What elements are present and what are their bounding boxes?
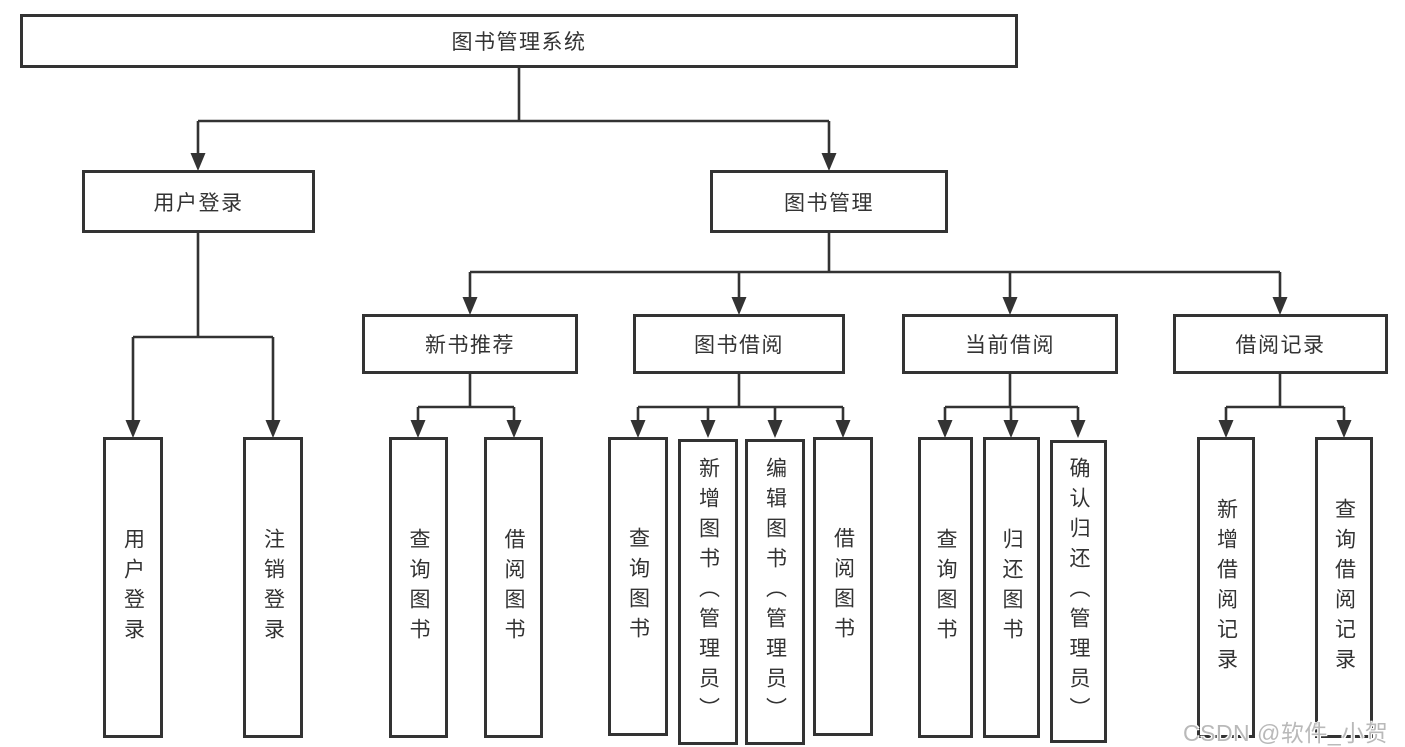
leaf-newbook-borrow-books: 借阅图书 [484, 437, 543, 738]
connector-user-login [131, 233, 275, 420]
leaf-current-return-books: 归还图书 [983, 437, 1040, 738]
arrowhead [1272, 297, 1288, 315]
arrowhead [506, 420, 522, 438]
leaf-user-login-label: 用户登录 [121, 527, 145, 648]
leaf-borrow-borrow-books: 借阅图书 [813, 437, 873, 736]
leaf-current-confirm-return-admin: 确认归还（管理员） [1050, 440, 1107, 743]
connector-root [196, 68, 831, 153]
leaf-current-return-books-label: 归还图书 [1000, 527, 1023, 648]
arrowhead [821, 153, 837, 171]
node-new-book-recommend: 新书推荐 [362, 314, 578, 374]
node-borrow-records-label: 借阅记录 [1235, 334, 1326, 357]
node-current-borrow: 当前借阅 [902, 314, 1118, 374]
node-new-book-recommend-label: 新书推荐 [425, 334, 515, 357]
arrowhead [731, 297, 747, 315]
node-current-borrow-label: 当前借阅 [965, 334, 1055, 357]
leaf-records-add-record-label: 新增借阅记录 [1214, 497, 1238, 678]
leaf-borrow-add-books-admin-label: 新增图书（管理员） [696, 457, 720, 727]
arrowhead [1070, 420, 1086, 438]
leaf-logout-label: 注销登录 [261, 527, 285, 648]
connector-book-borrow [636, 374, 845, 420]
leaf-current-query-books: 查询图书 [918, 437, 973, 738]
leaf-borrow-borrow-books-label: 借阅图书 [831, 526, 855, 647]
connector-current-borrow [943, 374, 1080, 420]
node-root-label: 图书管理系统 [451, 31, 587, 54]
node-book-mgmt-label: 图书管理 [784, 191, 874, 215]
connector-borrow-records [1224, 374, 1346, 420]
node-borrow-records: 借阅记录 [1173, 314, 1388, 374]
leaf-borrow-query-books: 查询图书 [608, 437, 668, 736]
leaf-current-confirm-return-admin-label: 确认归还（管理员） [1067, 456, 1090, 727]
leaf-records-query-record-label: 查询借阅记录 [1332, 497, 1356, 678]
leaf-borrow-query-books-label: 查询图书 [626, 526, 650, 647]
leaf-current-query-books-label: 查询图书 [934, 527, 957, 648]
leaf-borrow-edit-books-admin: 编辑图书（管理员） [745, 439, 805, 745]
node-book-mgmt: 图书管理 [710, 170, 948, 233]
arrowhead [1218, 420, 1234, 438]
connector-new-book [416, 374, 516, 420]
csdn-watermark: CSDN @软件_小贺同学 [1183, 720, 1389, 746]
connector-book-mgmt [468, 233, 1282, 297]
arrowhead [1336, 420, 1352, 438]
arrowhead [835, 420, 851, 438]
arrowhead [700, 420, 716, 438]
arrowhead [1003, 420, 1019, 438]
node-user-login-label: 用户登录 [153, 191, 244, 215]
leaf-user-login: 用户登录 [103, 437, 163, 738]
arrowhead [265, 420, 281, 438]
leaf-records-add-record: 新增借阅记录 [1197, 437, 1255, 738]
leaf-newbook-borrow-books-label: 借阅图书 [502, 527, 525, 648]
arrowhead [1002, 297, 1018, 315]
arrowhead [125, 420, 141, 438]
leaf-borrow-add-books-admin: 新增图书（管理员） [678, 439, 738, 745]
arrowhead [937, 420, 953, 438]
arrowhead [410, 420, 426, 438]
node-book-borrow: 图书借阅 [633, 314, 845, 374]
arrowhead [630, 420, 646, 438]
leaf-borrow-edit-books-admin-label: 编辑图书（管理员） [763, 457, 787, 727]
leaf-newbook-query-books-label: 查询图书 [407, 527, 430, 648]
node-user-login: 用户登录 [82, 170, 315, 233]
arrowhead [190, 153, 206, 171]
arrowhead [767, 420, 783, 438]
arrowhead [462, 297, 478, 315]
node-root: 图书管理系统 [20, 14, 1018, 68]
leaf-newbook-query-books: 查询图书 [389, 437, 448, 738]
leaf-logout: 注销登录 [243, 437, 303, 738]
leaf-records-query-record: 查询借阅记录 [1315, 437, 1373, 738]
node-book-borrow-label: 图书借阅 [694, 334, 784, 357]
